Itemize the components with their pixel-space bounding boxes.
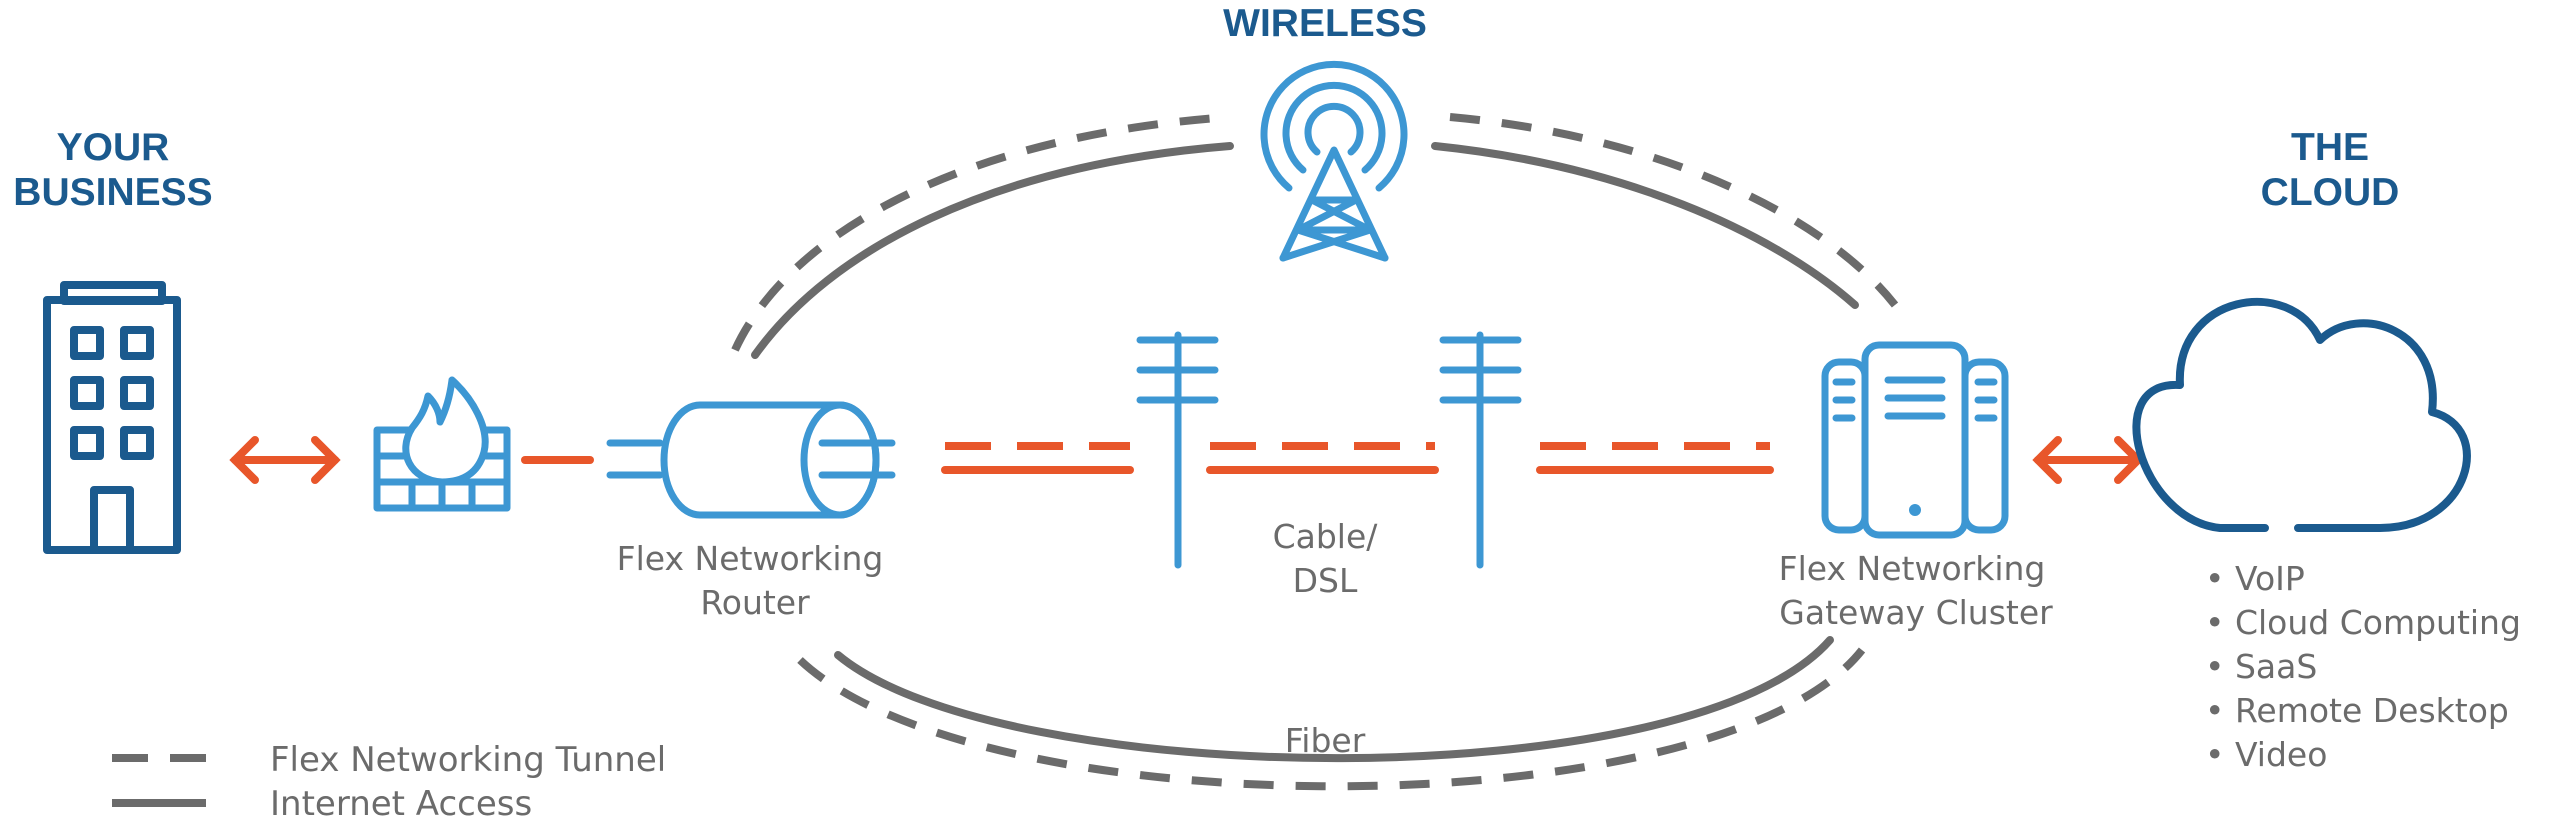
fiber-label: Fiber bbox=[1285, 721, 1366, 760]
cable-dsl-label-line1: Cable/ bbox=[1273, 517, 1379, 556]
cloud-services-list: • VoIP • Cloud Computing • SaaS • Remote… bbox=[2205, 559, 2521, 774]
heading-wireless: WIRELESS bbox=[1223, 2, 1427, 45]
list-item: • VoIP bbox=[2205, 559, 2305, 598]
legend: Flex Networking Tunnel Internet Access bbox=[112, 740, 666, 824]
gateway-server-icon bbox=[1821, 341, 2009, 539]
cable-dsl-link bbox=[941, 442, 1774, 474]
heading-the-cloud-line2: CLOUD bbox=[2261, 171, 2400, 214]
cloud-arrow-icon bbox=[2032, 436, 2144, 484]
cable-dsl-label-line2: DSL bbox=[1293, 561, 1358, 600]
router-label-line1: Flex Networking bbox=[617, 539, 884, 578]
fiber-link bbox=[797, 636, 1866, 791]
legend-internet-label: Internet Access bbox=[270, 784, 532, 824]
firewall-icon bbox=[373, 376, 511, 512]
building-icon bbox=[43, 281, 181, 554]
business-arrow-icon bbox=[229, 436, 341, 484]
wireless-tower-icon bbox=[1260, 60, 1408, 262]
heading-your-business-line1: YOUR bbox=[57, 126, 170, 169]
list-item: • Remote Desktop bbox=[2205, 691, 2509, 730]
legend-tunnel-label: Flex Networking Tunnel bbox=[270, 740, 666, 780]
heading-your-business-line2: BUSINESS bbox=[13, 171, 212, 214]
router-icon bbox=[606, 401, 896, 519]
gateway-label-line2: Gateway Cluster bbox=[1779, 593, 2053, 632]
list-item: • Cloud Computing bbox=[2205, 603, 2521, 642]
cloud-icon bbox=[2132, 297, 2471, 532]
list-item: • Video bbox=[2205, 735, 2327, 774]
gateway-label-line1: Flex Networking bbox=[1779, 549, 2046, 588]
utility-pole-icon bbox=[1439, 331, 1522, 569]
wireless-link bbox=[731, 113, 1899, 359]
list-item: • SaaS bbox=[2205, 647, 2317, 686]
heading-the-cloud-line1: THE bbox=[2291, 126, 2369, 169]
router-label-line2: Router bbox=[700, 583, 810, 622]
utility-pole-icon bbox=[1136, 331, 1219, 569]
